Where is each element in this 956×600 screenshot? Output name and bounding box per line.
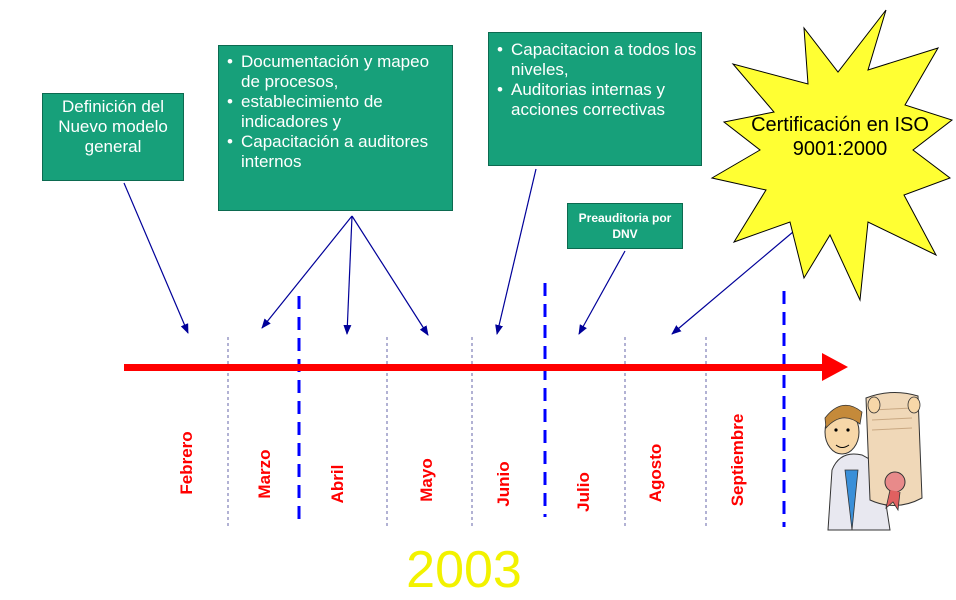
bullet-auditorias: Auditorias internas y acciones correctiv… — [489, 80, 701, 120]
quarter-separators — [297, 283, 786, 527]
bullet-establecimiento: establecimiento de indicadores y — [219, 92, 452, 132]
month-septiembre: Septiembre — [728, 413, 747, 507]
month-agosto: Agosto — [646, 443, 665, 503]
month-junio: Junio — [494, 461, 513, 507]
definicion-text: Definición del Nuevo modelo general — [58, 97, 168, 156]
definicion-box: Definición del Nuevo modelo general — [42, 93, 184, 181]
bullet-capacitacion-auditores: Capacitación a auditores internos — [219, 132, 452, 172]
month-marzo: Marzo — [255, 449, 274, 499]
year-label: 2003 — [406, 541, 522, 599]
month-julio: Julio — [574, 472, 593, 512]
timeline-arrow — [124, 353, 848, 381]
connector-arrows — [123, 168, 807, 336]
preauditoria-box: Preauditoria por DNV — [567, 203, 683, 249]
year-label-container: 2003 — [0, 540, 956, 600]
month-abril: Abril — [328, 464, 347, 504]
certification-starburst — [710, 9, 954, 302]
man-holding-certificate-icon — [824, 392, 923, 531]
capacitacion-box: Capacitacion a todos los niveles, Audito… — [488, 32, 702, 166]
bullet-documentacion: Documentación y mapeo de procesos, — [219, 52, 452, 92]
bullet-capacitacion-niveles: Capacitacion a todos los niveles, — [489, 40, 701, 80]
preauditoria-text: Preauditoria por DNV — [578, 211, 672, 241]
month-febrero: Febrero — [177, 431, 196, 495]
month-mayo: Mayo — [417, 458, 436, 502]
certification-text: Certificación en ISO 9001:2000 — [751, 114, 929, 160]
documentacion-box: Documentación y mapeo de procesos, estab… — [218, 45, 453, 211]
